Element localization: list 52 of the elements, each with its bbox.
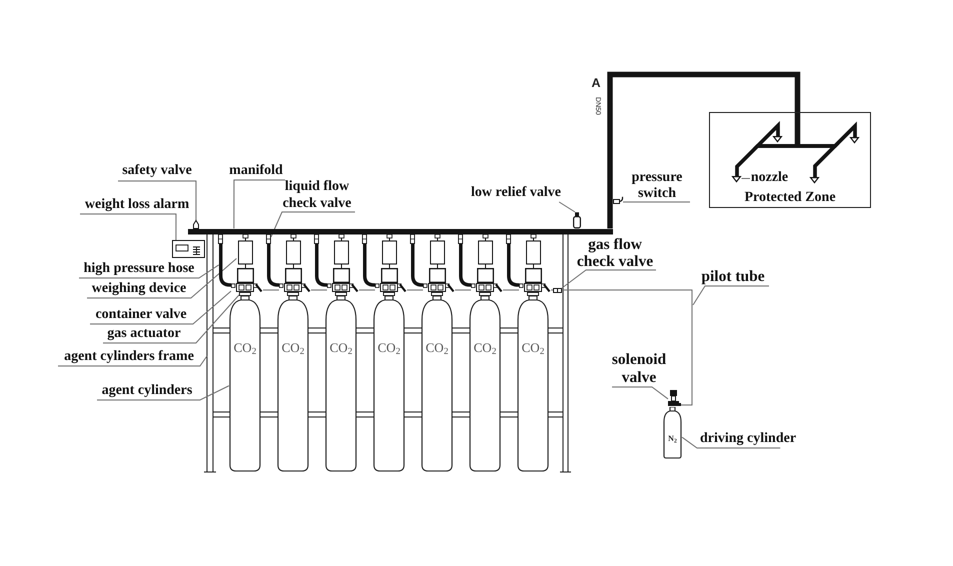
- callout-label: manifold: [228, 163, 284, 179]
- callout-label: container valve: [94, 307, 188, 323]
- actuator-line: [358, 290, 376, 291]
- pilot-tube: [562, 290, 692, 406]
- leader-line: [741, 178, 750, 180]
- callout-label: pressure switch: [630, 170, 684, 202]
- leader-line: [96, 385, 230, 400]
- cylinder-label: N$_{2}$: [668, 434, 677, 444]
- leader-line: [562, 270, 656, 288]
- cylinder-label: CO$_{2}$: [522, 340, 544, 356]
- actuator-line: [502, 290, 520, 291]
- cylinder-label: CO$_{2}$: [378, 340, 400, 356]
- leader-line: [558, 202, 576, 212]
- leader-line: [682, 436, 781, 448]
- leader-line: [80, 214, 176, 240]
- actuator-line: [550, 290, 554, 291]
- callout-label: agent cylinders: [100, 383, 194, 399]
- leader-line: [118, 180, 196, 220]
- callout-label: pilot tube: [700, 269, 766, 285]
- leader-line: [270, 212, 356, 238]
- leader-line: [102, 294, 240, 344]
- cylinder-label: CO$_{2}$: [426, 340, 448, 356]
- branch-pipe: [798, 144, 840, 177]
- callout-label: driving cylinder: [698, 431, 798, 447]
- callout-label: gas actuator: [106, 326, 182, 342]
- callout-label: weighing device: [90, 281, 188, 297]
- actuator-line: [310, 290, 328, 291]
- actuator-line: [406, 290, 424, 291]
- leader-line: [86, 258, 237, 298]
- leader-line: [612, 386, 668, 400]
- leader-line: [692, 286, 770, 306]
- actuator-line: [454, 290, 472, 291]
- cylinder-label: CO$_{2}$: [234, 340, 256, 356]
- callout-label: safety valve: [121, 163, 193, 179]
- callout-label: gas flow check valve: [576, 236, 654, 270]
- cylinder-label: CO$_{2}$: [330, 340, 352, 356]
- callout-label: liquid flow check valve: [282, 178, 352, 212]
- callout-label: agent cylinders frame: [63, 349, 195, 365]
- callout-label: nozzle: [750, 170, 790, 186]
- callout-label: low relief valve: [470, 185, 562, 201]
- cylinder-label: CO$_{2}$: [474, 340, 496, 356]
- leader-line: [78, 264, 220, 278]
- zone-title: Protected Zone: [744, 190, 836, 206]
- callout-label: weight loss alarm: [84, 197, 190, 213]
- callout-label: high pressure hose: [82, 261, 196, 277]
- section-marker: A: [590, 76, 602, 91]
- leader-line: [58, 356, 208, 366]
- actuator-line: [262, 290, 280, 291]
- protected-zone-box: [709, 112, 871, 208]
- cylinder-label: CO$_{2}$: [282, 340, 304, 356]
- callout-label: solenoid valve: [610, 351, 668, 387]
- leader-line: [90, 290, 232, 324]
